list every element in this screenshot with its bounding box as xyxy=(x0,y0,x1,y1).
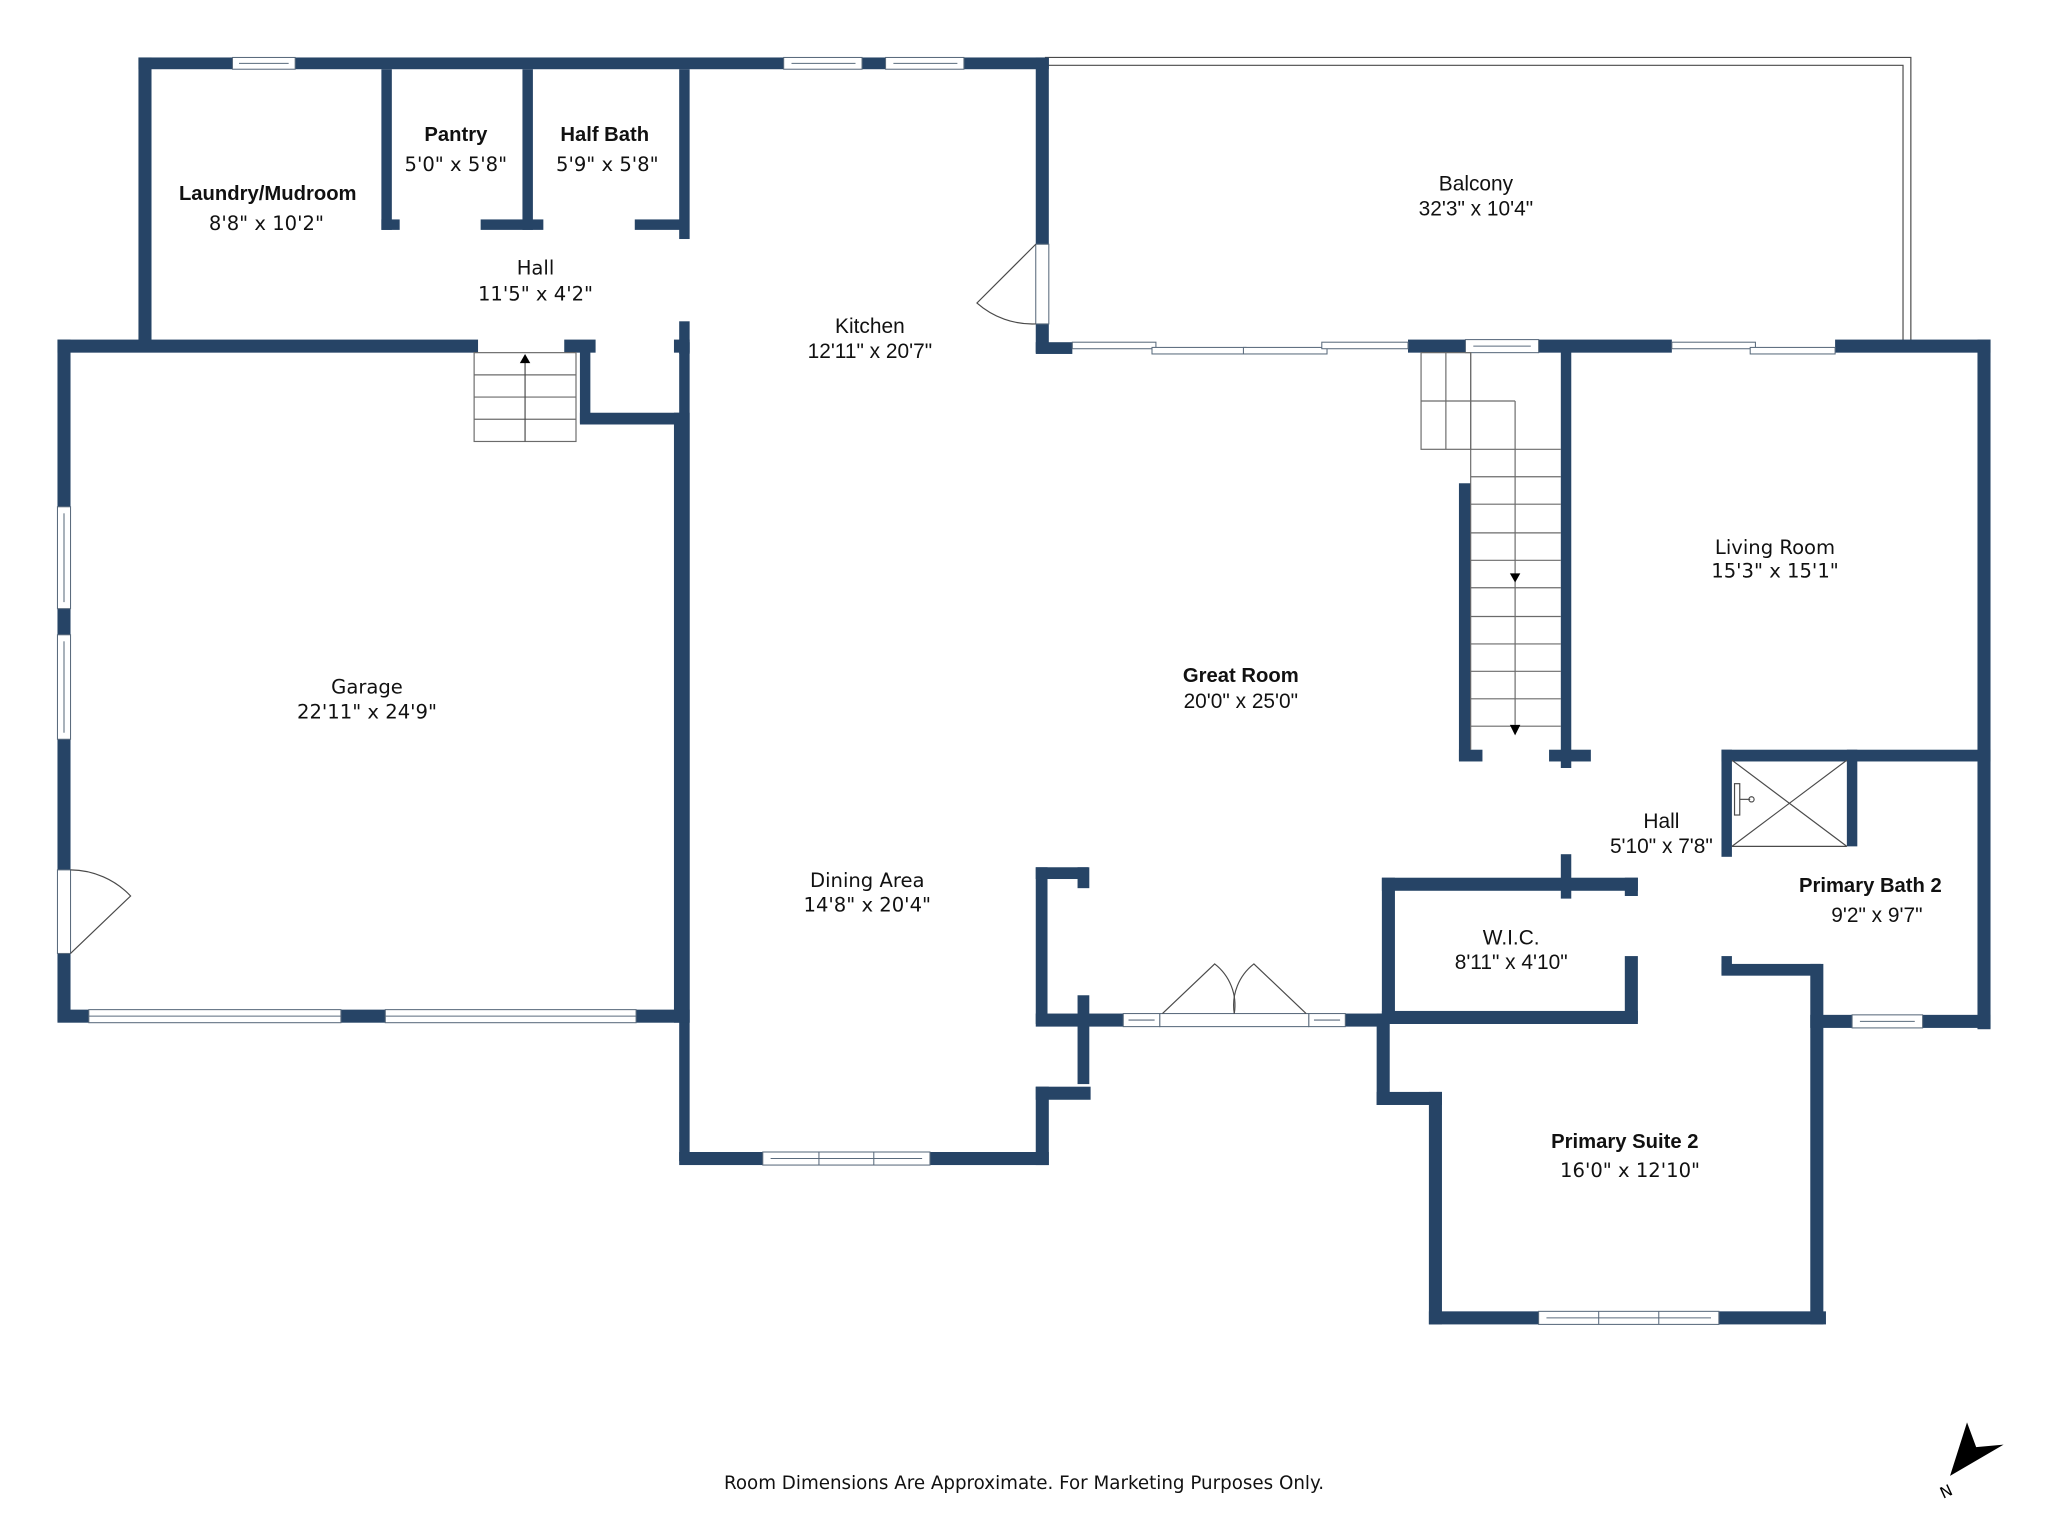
windows xyxy=(56,56,1924,1325)
main-stairs xyxy=(1420,352,1561,750)
wic-dims: 8'11" x 4'10" xyxy=(1455,951,1568,974)
hall-upper-dims: 11'5" x 4'2" xyxy=(478,282,593,305)
garage-label: Garage xyxy=(331,676,403,699)
wic-label: W.I.C. xyxy=(1483,926,1540,949)
primary-suite-dims: 16'0" x 12'10" xyxy=(1560,1159,1700,1182)
laundry-label: Laundry/Mudroom xyxy=(179,183,357,205)
living-room-label: Living Room xyxy=(1715,536,1835,559)
great-room-dims: 20'0" x 25'0" xyxy=(1184,690,1299,713)
shower xyxy=(1731,759,1848,847)
half-bath-dims: 5'9" x 5'8" xyxy=(556,153,659,176)
walls xyxy=(57,57,1991,1325)
kitchen-dims: 12'11" x 20'7" xyxy=(808,340,933,363)
primary-bath-label: Primary Bath 2 xyxy=(1799,875,1942,897)
primary-suite-label: Primary Suite 2 xyxy=(1551,1131,1698,1153)
north-arrow-icon: N xyxy=(1937,1422,2004,1503)
balcony-dims: 32'3" x 10'4" xyxy=(1419,198,1534,221)
hall-upper-label: Hall xyxy=(517,256,555,279)
doors xyxy=(56,243,1307,1014)
living-room-dims: 15'3" x 15'1" xyxy=(1711,559,1839,582)
great-room-label: Great Room xyxy=(1183,665,1299,687)
kitchen-label: Kitchen xyxy=(835,315,905,338)
hall-lower-dims: 5'10" x 7'8" xyxy=(1610,835,1713,858)
pantry-label: Pantry xyxy=(424,124,488,146)
hall-lower-label: Hall xyxy=(1643,810,1679,833)
balcony-label: Balcony xyxy=(1439,173,1514,196)
half-bath-label: Half Bath xyxy=(560,124,649,146)
north-label: N xyxy=(1937,1480,1956,1502)
room-labels: Laundry/Mudroom 8'8" x 10'2" Pantry 5'0"… xyxy=(179,124,1942,1182)
dining-label: Dining Area xyxy=(810,869,924,892)
dining-dims: 14'8" x 20'4" xyxy=(803,894,931,917)
garage-dims: 22'11" x 24'9" xyxy=(297,700,437,723)
laundry-dims: 8'8" x 10'2" xyxy=(209,212,324,235)
disclaimer-text: Room Dimensions Are Approximate. For Mar… xyxy=(724,1473,1324,1494)
garage-stairs xyxy=(473,352,577,443)
balcony-outline xyxy=(1044,56,1912,343)
pantry-dims: 5'0" x 5'8" xyxy=(405,153,508,176)
primary-bath-dims: 9'2" x 9'7" xyxy=(1831,904,1922,927)
